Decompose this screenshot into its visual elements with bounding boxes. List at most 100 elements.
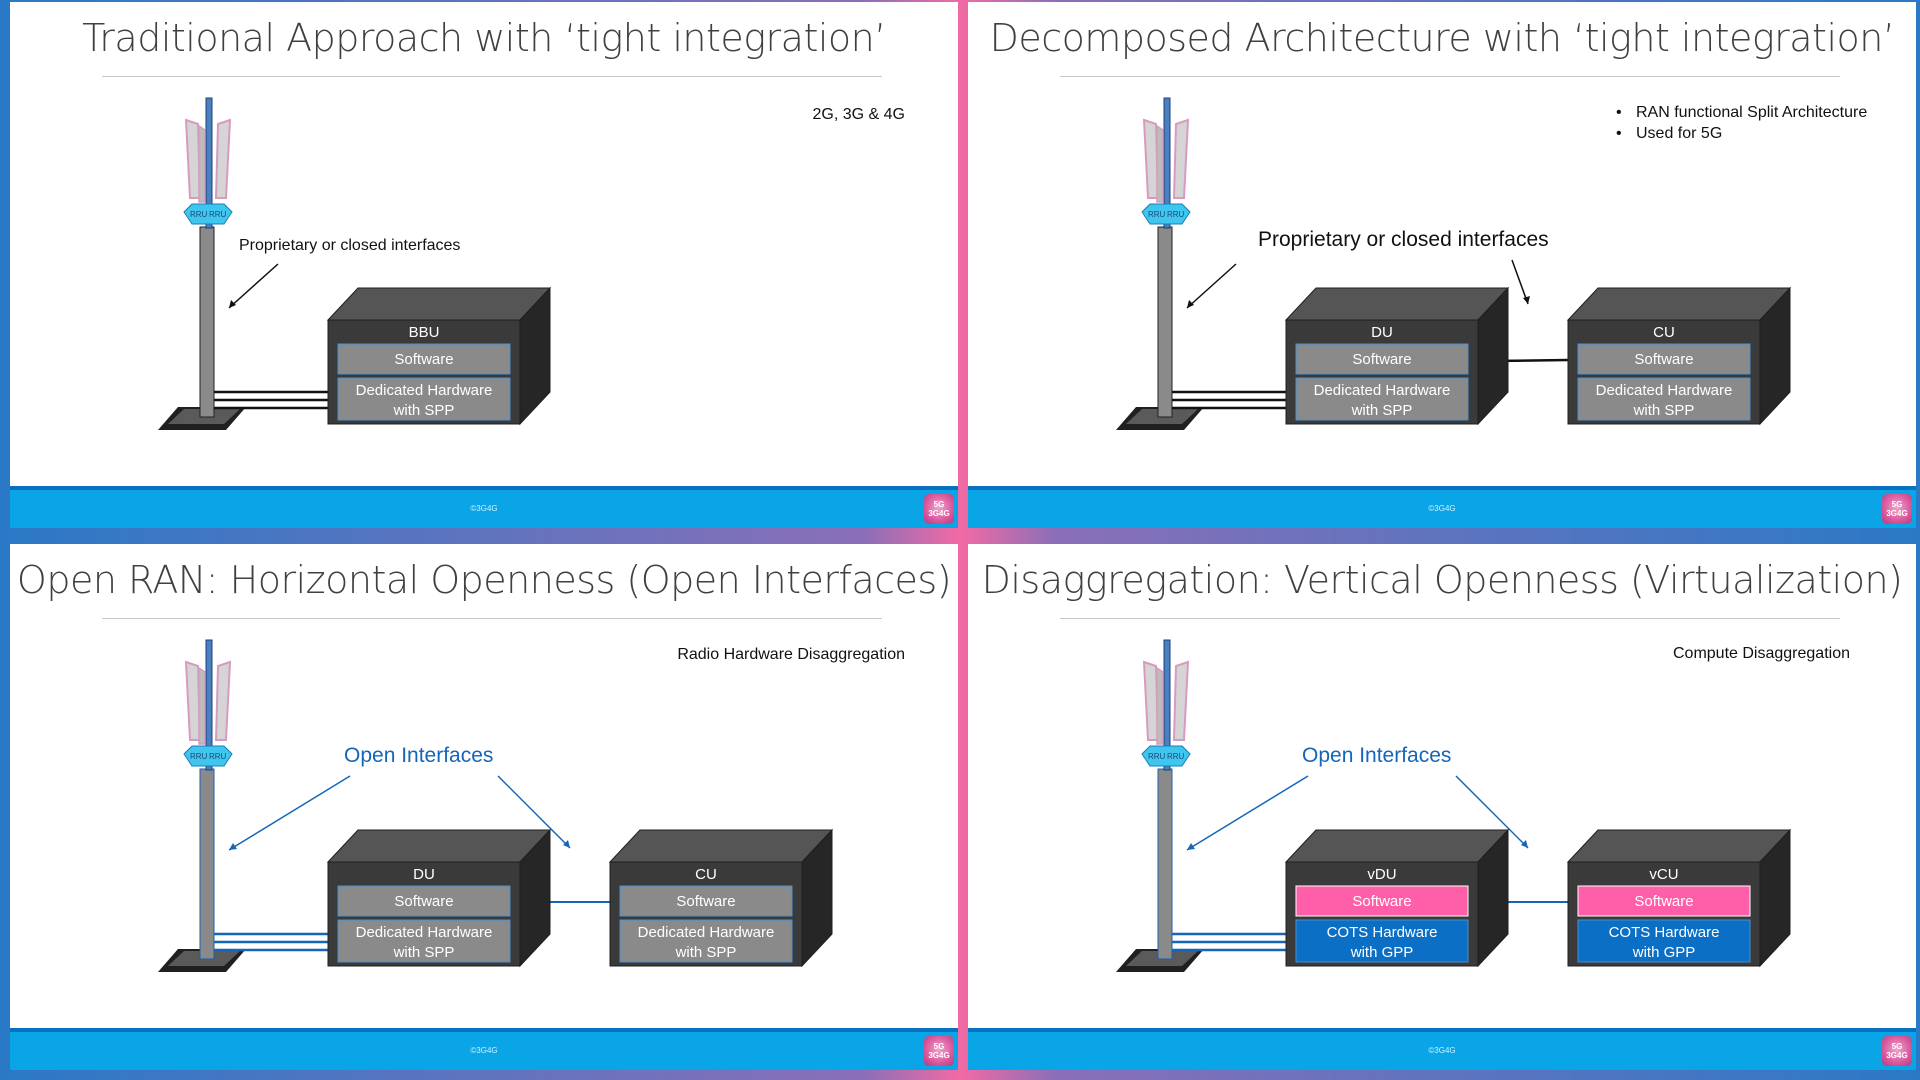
hardware-label: Dedicated Hardware bbox=[1314, 382, 1451, 399]
cell-tower: RRU RRU bbox=[158, 97, 328, 430]
box-name: DU bbox=[1371, 324, 1393, 341]
interfaces-annotation: Proprietary or closed interfaces bbox=[239, 237, 461, 254]
slide-title: Decomposed Architecture with ‘tight inte… bbox=[989, 16, 1895, 60]
annotation-arrow bbox=[228, 263, 279, 309]
box-name: vDU bbox=[1367, 866, 1396, 883]
slide-footer: ©3G4G 5G 3G4G bbox=[968, 1028, 1916, 1070]
du-box: DU Software Dedicated Hardware with SPP bbox=[326, 828, 552, 968]
rru-unit bbox=[1141, 203, 1191, 225]
generation-note: 2G, 3G & 4G bbox=[812, 106, 905, 123]
cu-box: CU Software Dedicated Hardware with SPP bbox=[608, 828, 834, 968]
hardware-label: Dedicated Hardware bbox=[638, 924, 775, 941]
cu-box: CU Software Dedicated Hardware with SPP bbox=[1566, 286, 1792, 426]
annotation-arrow bbox=[228, 775, 351, 851]
rru-unit bbox=[1141, 745, 1191, 767]
hardware-label: COTS Hardware bbox=[1609, 924, 1720, 941]
brand-logo: 5G 3G4G bbox=[1882, 1036, 1912, 1066]
logo-line: 5G bbox=[1891, 1042, 1903, 1051]
rru-label: RRU bbox=[1167, 210, 1185, 219]
antenna-panel bbox=[214, 118, 232, 199]
logo-line: 5G bbox=[1891, 500, 1903, 509]
slide-footer: ©3G4G 5G 3G4G bbox=[968, 486, 1916, 528]
logo-line: 3G4G bbox=[928, 509, 950, 518]
slide-title: Open RAN: Horizontal Openness (Open Inte… bbox=[16, 558, 952, 602]
hardware-sublabel: with SPP bbox=[1351, 402, 1413, 419]
slide-traditional-approach: Traditional Approach with ‘tight integra… bbox=[10, 2, 958, 528]
bullet-item: RAN functional Split Architecture bbox=[1614, 102, 1867, 123]
logo-line: 5G bbox=[933, 500, 945, 509]
logo-line: 5G bbox=[933, 1042, 945, 1051]
software-label: Software bbox=[394, 351, 453, 368]
box-name: DU bbox=[413, 866, 435, 883]
ran-diagram: RRU RRU DU Software Dedicated Hardware w… bbox=[1116, 97, 1792, 430]
software-label: Software bbox=[676, 893, 735, 910]
antenna-panel bbox=[214, 660, 232, 741]
cell-tower: RRU RRU bbox=[158, 639, 328, 972]
logo-line: 3G4G bbox=[928, 1051, 950, 1060]
vcu-box: vCU Software COTS Hardware with GPP bbox=[1566, 828, 1792, 968]
hardware-sublabel: with SPP bbox=[675, 944, 737, 961]
rru-label: RRU bbox=[190, 752, 208, 761]
software-label: Software bbox=[1352, 893, 1411, 910]
interfaces-annotation: Open Interfaces bbox=[1302, 744, 1452, 767]
annotation-arrow bbox=[1186, 263, 1237, 309]
ran-diagram: RRU RRU BBU Software Dedicated Hardware … bbox=[158, 97, 552, 430]
ran-diagram: RRU RRU vDU Software COTS Hardware with … bbox=[1116, 639, 1792, 972]
title-divider bbox=[1060, 76, 1840, 77]
rru-label: RRU bbox=[209, 210, 227, 219]
copyright-text: ©3G4G bbox=[470, 504, 498, 513]
interfaces-annotation: Proprietary or closed interfaces bbox=[1258, 228, 1549, 251]
slide-disaggregation-vertical: Disaggregation: Vertical Openness (Virtu… bbox=[968, 544, 1916, 1070]
box-name: CU bbox=[1653, 324, 1675, 341]
antenna-panel bbox=[1172, 660, 1190, 741]
antenna-panel bbox=[1142, 660, 1160, 741]
bullet-item: Used for 5G bbox=[1614, 123, 1867, 144]
logo-line: 3G4G bbox=[1886, 509, 1908, 518]
slide-footer: ©3G4G 5G 3G4G bbox=[10, 486, 958, 528]
antenna-panel bbox=[1142, 118, 1160, 199]
bullet-list: RAN functional Split Architecture Used f… bbox=[1614, 102, 1867, 144]
title-divider bbox=[102, 76, 882, 77]
cell-tower: RRU RRU bbox=[1116, 639, 1286, 972]
rru-unit bbox=[183, 203, 233, 225]
rru-label: RRU bbox=[190, 210, 208, 219]
disaggregation-note: Radio Hardware Disaggregation bbox=[677, 646, 905, 663]
annotation-arrow bbox=[1455, 775, 1529, 849]
annotation-arrow bbox=[1511, 259, 1529, 305]
rru-label: RRU bbox=[1148, 210, 1166, 219]
slide-footer: ©3G4G 5G 3G4G bbox=[10, 1028, 958, 1070]
software-label: Software bbox=[1352, 351, 1411, 368]
copyright-text: ©3G4G bbox=[1428, 1046, 1456, 1055]
slide-title: Disaggregation: Vertical Openness (Virtu… bbox=[981, 558, 1903, 602]
hardware-sublabel: with SPP bbox=[1633, 402, 1695, 419]
annotation-arrow bbox=[1186, 775, 1309, 851]
rru-label: RRU bbox=[1148, 752, 1166, 761]
software-label: Software bbox=[1634, 893, 1693, 910]
rru-label: RRU bbox=[209, 752, 227, 761]
box-name: BBU bbox=[409, 324, 440, 341]
vdu-box: vDU Software COTS Hardware with GPP bbox=[1284, 828, 1510, 968]
title-divider bbox=[102, 618, 882, 619]
annotation-arrow bbox=[497, 775, 571, 849]
hardware-label: Dedicated Hardware bbox=[1596, 382, 1733, 399]
title-divider bbox=[1060, 618, 1840, 619]
copyright-text: ©3G4G bbox=[470, 1046, 498, 1055]
slide-title: Traditional Approach with ‘tight integra… bbox=[82, 16, 886, 60]
software-label: Software bbox=[394, 893, 453, 910]
brand-logo: 5G 3G4G bbox=[924, 1036, 954, 1066]
box-name: vCU bbox=[1649, 866, 1678, 883]
hardware-label: COTS Hardware bbox=[1327, 924, 1438, 941]
logo-line: 3G4G bbox=[1886, 1051, 1908, 1060]
hardware-sublabel: with GPP bbox=[1350, 944, 1414, 961]
software-label: Software bbox=[1634, 351, 1693, 368]
disaggregation-note: Compute Disaggregation bbox=[1673, 645, 1850, 662]
rru-label: RRU bbox=[1167, 752, 1185, 761]
hardware-sublabel: with SPP bbox=[393, 944, 455, 961]
slide-decomposed-architecture: Decomposed Architecture with ‘tight inte… bbox=[968, 2, 1916, 528]
du-box: DU Software Dedicated Hardware with SPP bbox=[1284, 286, 1510, 426]
slide-open-ran-horizontal: Open RAN: Horizontal Openness (Open Inte… bbox=[10, 544, 958, 1070]
antenna-panel bbox=[1172, 118, 1190, 199]
copyright-text: ©3G4G bbox=[1428, 504, 1456, 513]
ran-diagram: RRU RRU DU Software Dedicated Hardware w… bbox=[158, 639, 834, 972]
box-name: CU bbox=[695, 866, 717, 883]
